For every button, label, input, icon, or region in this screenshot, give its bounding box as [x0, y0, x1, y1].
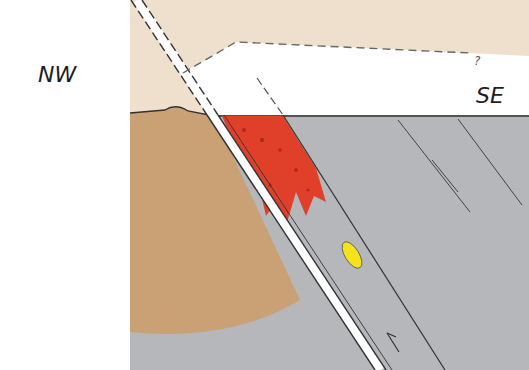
direction-label: NW [38, 62, 76, 87]
uncertainty-mark: ? [474, 54, 480, 68]
reconstruction-line [183, 42, 470, 73]
direction-label: SE [476, 83, 504, 108]
structure-line [283, 115, 445, 370]
bedding-lines [398, 119, 522, 212]
mineral-lens [338, 239, 366, 272]
fault-zone [137, 0, 381, 370]
fault-line [207, 115, 375, 370]
movement-arrow [387, 333, 399, 352]
structure-projected [257, 78, 283, 115]
eroded-unit [130, 0, 529, 116]
fault-line [218, 115, 386, 370]
fault-line-projected [131, 0, 207, 115]
ground-surface [130, 107, 529, 116]
fault-line-projected [142, 0, 218, 115]
eroded-gap [183, 42, 529, 116]
